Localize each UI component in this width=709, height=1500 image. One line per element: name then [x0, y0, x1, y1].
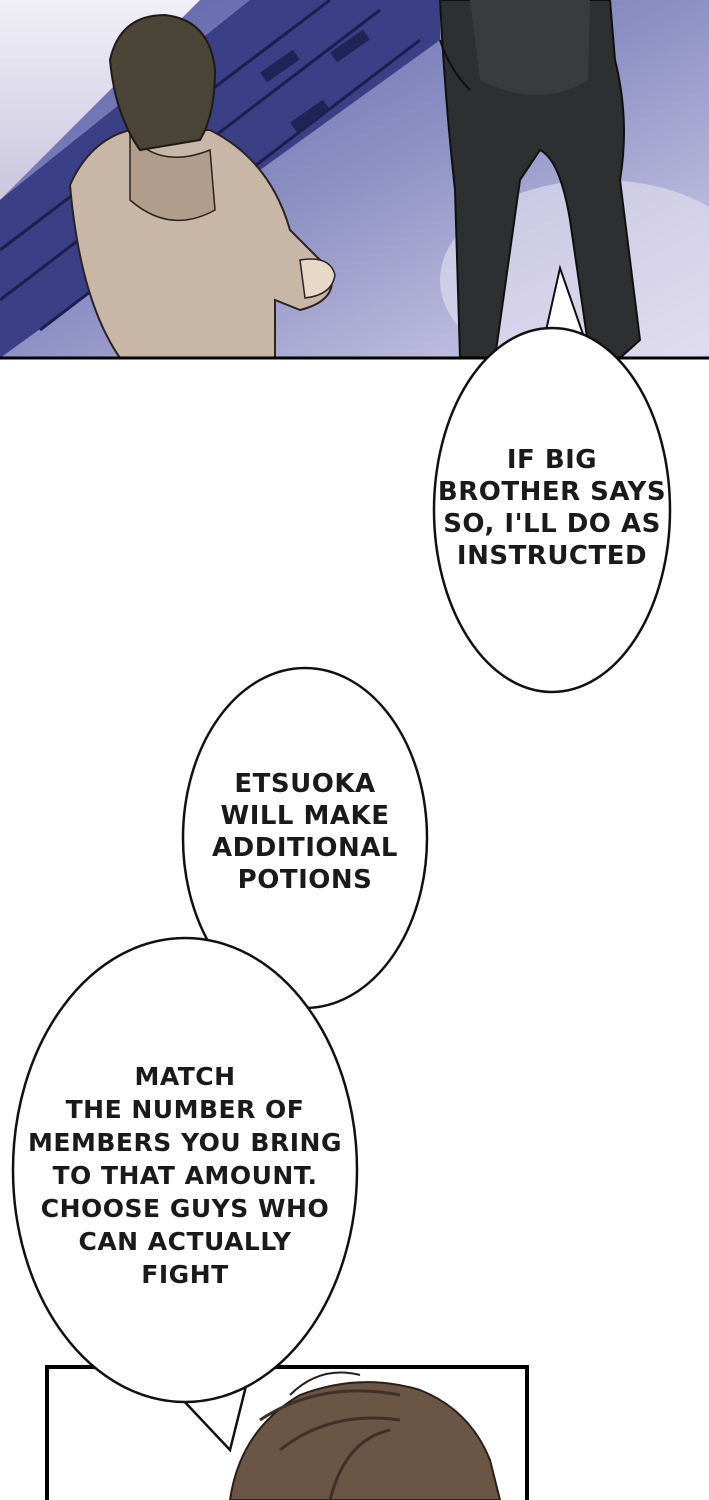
suited-person [438, 0, 642, 358]
speech-bubble-3 [11, 936, 359, 1453]
bubble-3-line: MATCH [134, 1062, 236, 1091]
bubble-3-line: TO THAT AMOUNT. [52, 1161, 318, 1190]
bubble-2-line: ETSUOKA [234, 769, 376, 799]
bubble-3-line: THE NUMBER OF [65, 1095, 305, 1124]
bubble-3-line: CAN ACTUALLY [78, 1227, 292, 1256]
bubble-2-line: ADDITIONAL [212, 833, 398, 863]
hair [108, 13, 217, 152]
bubble-3-line: MEMBERS YOU BRING [28, 1128, 342, 1157]
bubble-3-line: CHOOSE GUYS WHO [40, 1194, 330, 1223]
top-panel [0, 0, 709, 360]
bubble-1-line: IF BIG [506, 445, 598, 475]
bubble-3-line: FIGHT [141, 1260, 229, 1289]
bottom-panel [45, 1365, 529, 1500]
bubble-2-text: ETSUOKA WILL MAKE ADDITIONAL POTIONS [195, 768, 415, 896]
bubble-1-line: SO, I'LL DO AS [443, 509, 661, 539]
speech-bubble-1 [432, 264, 672, 694]
brown-hair-character [228, 1371, 502, 1500]
hooded-person [68, 13, 336, 358]
bubble-2-line: POTIONS [237, 865, 373, 895]
bubble-1-line: BROTHER SAYS [437, 477, 667, 507]
bubble-1-text: IF BIG BROTHER SAYS SO, I'LL DO AS INSTR… [432, 444, 672, 572]
bubble-3-text: MATCH THE NUMBER OF MEMBERS YOU BRING TO… [20, 1060, 350, 1291]
bubble-1-line: INSTRUCTED [456, 541, 648, 571]
bubble-2-line: WILL MAKE [220, 801, 390, 831]
